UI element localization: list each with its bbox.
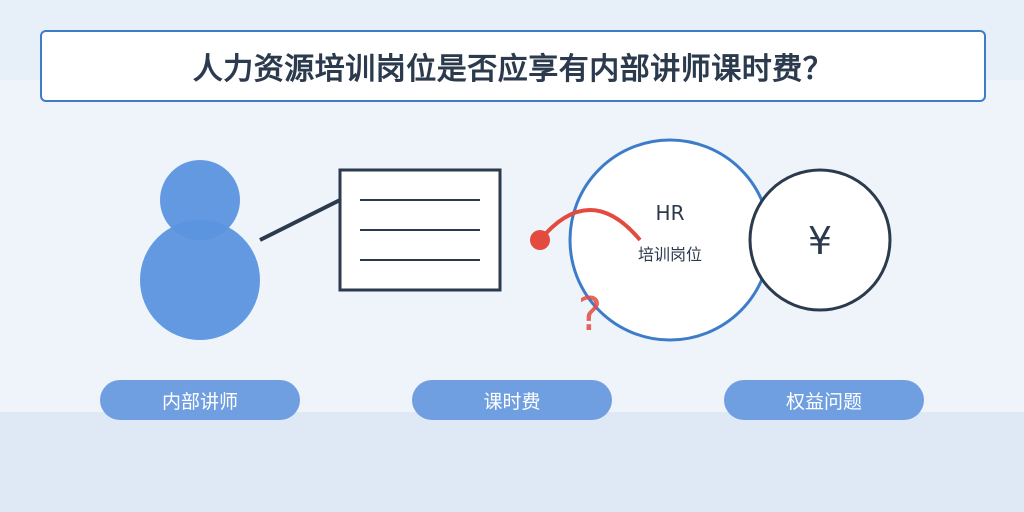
pointer-stick bbox=[259, 198, 341, 242]
label-class-fee-text: 课时费 bbox=[483, 390, 541, 413]
figure-head bbox=[160, 160, 240, 240]
label-rights-issue: 权益问题 bbox=[724, 380, 924, 420]
question-mark-icon: ? bbox=[578, 287, 602, 341]
hr-subtext: 培训岗位 bbox=[638, 245, 702, 264]
label-internal-trainer-text: 内部讲师 bbox=[161, 390, 238, 413]
money-circle bbox=[748, 168, 892, 312]
label-internal-trainer: 内部讲师 bbox=[100, 380, 300, 420]
footer-band bbox=[0, 412, 1024, 512]
trainer-figure-icon bbox=[140, 160, 260, 340]
label-rights-issue-text: 权益问题 bbox=[785, 390, 862, 413]
figure-body bbox=[140, 220, 260, 340]
whiteboard-icon bbox=[338, 168, 502, 292]
connection-dot bbox=[530, 230, 550, 250]
page-title: 人力资源培训岗位是否应享有内部讲师课时费？ bbox=[192, 52, 834, 87]
hr-heading: HR bbox=[656, 201, 685, 225]
connection-arc bbox=[538, 208, 642, 242]
title-banner: 人力资源培训岗位是否应享有内部讲师课时费？ bbox=[40, 30, 986, 102]
yen-icon: ¥ bbox=[808, 219, 832, 263]
label-class-fee: 课时费 bbox=[412, 380, 612, 420]
